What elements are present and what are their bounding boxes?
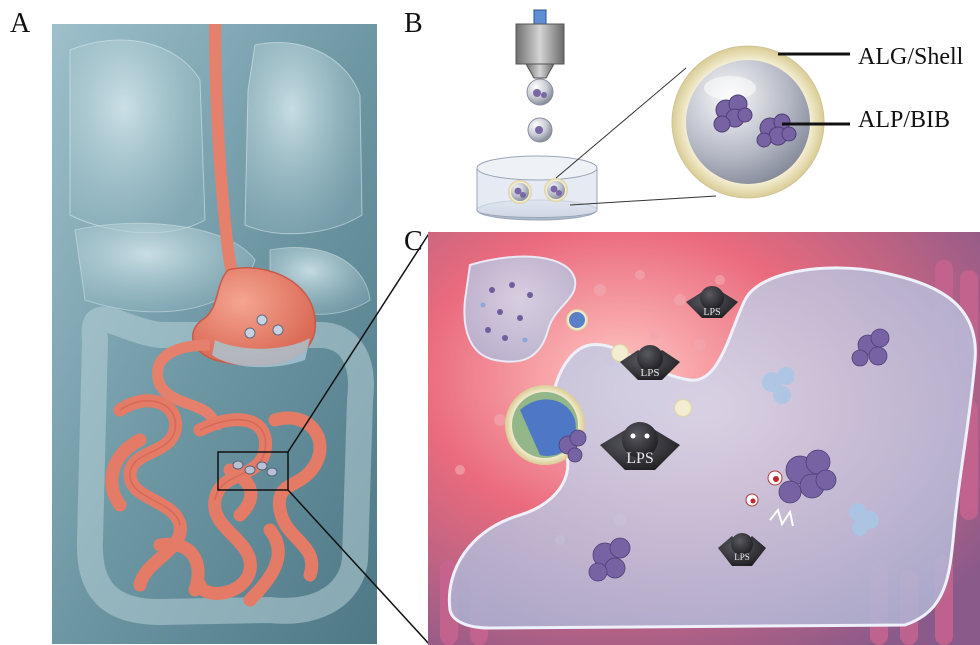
panel-a-anatomy (52, 24, 377, 644)
panel-b-fabrication (477, 10, 850, 220)
lps-label-3: LPS (703, 307, 720, 318)
capsule-core (686, 60, 810, 184)
lps-label-1: LPS (626, 450, 654, 467)
panel-c-intestinal-lumen: LPS LPS LPS LPS (428, 232, 980, 645)
lps-label-2: LPS (641, 367, 660, 379)
lps-label-4: LPS (734, 552, 750, 562)
